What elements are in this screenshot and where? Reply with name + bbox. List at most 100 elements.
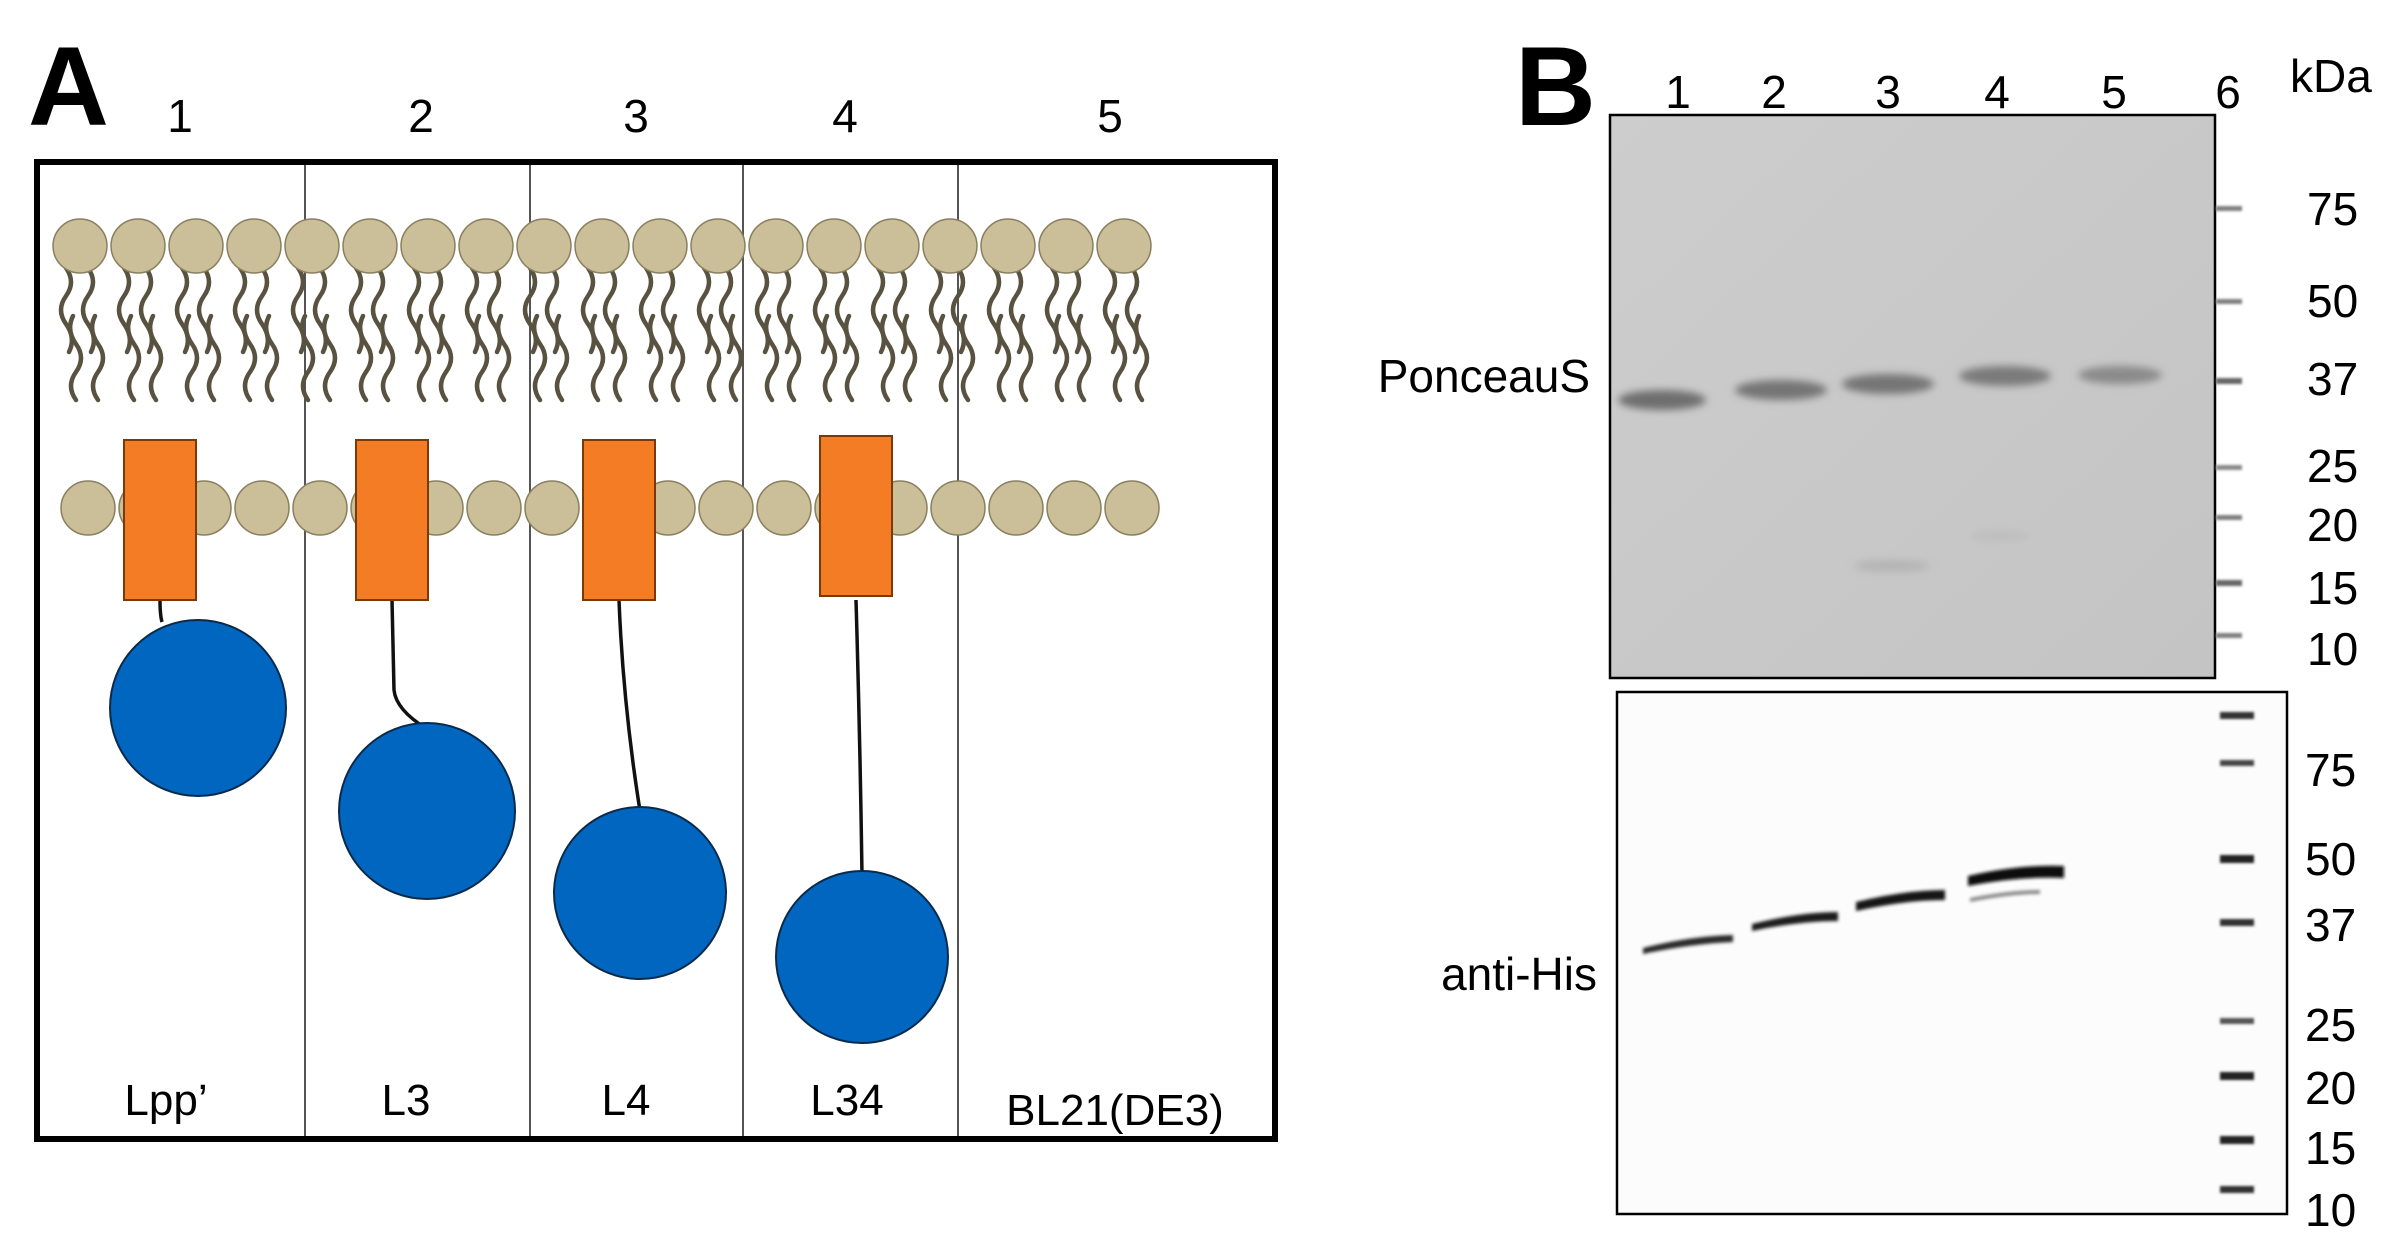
ladder-band [2220, 919, 2254, 926]
lipid-tail [299, 313, 316, 403]
lipid-tail [821, 313, 838, 403]
passenger-domain [109, 619, 287, 797]
membrane-anchor [582, 439, 656, 601]
lipid-head [690, 218, 746, 274]
lipid-tail [1111, 313, 1128, 403]
anti-his-membrane [1615, 690, 2289, 1216]
lipid-tail [1066, 265, 1083, 355]
lipid-head [168, 218, 224, 274]
lane-labels-a: Lpp’ L3 L4 L34 BL21(DE3) [124, 1076, 1223, 1135]
lane-label-lpp: Lpp’ [124, 1076, 207, 1125]
lipid-tail [464, 265, 481, 355]
linker-line [617, 599, 642, 812]
lipid-head [922, 218, 978, 274]
marker-20: 20 [2305, 1062, 2356, 1114]
lipid-tail [705, 313, 722, 403]
ladder-band [2220, 1186, 2254, 1193]
ponceau-smear-lane-3 [1854, 560, 1930, 572]
ponceau-smear-lane-4 [1970, 531, 2030, 541]
lipid-tail [718, 265, 735, 355]
marker-20: 20 [2307, 499, 2358, 551]
lipid-tail [937, 313, 954, 403]
lane-b-number-1: 1 [1665, 66, 1691, 118]
membrane-anchor [355, 439, 429, 601]
lipid-tail [183, 313, 200, 403]
panel-a: A 1 2 3 4 5 Lpp’ L3 L4 L34 BL21(DE3) [28, 24, 1278, 1142]
marker-15: 15 [2307, 562, 2358, 614]
lipid-head [756, 480, 812, 536]
ponceau-membrane [1608, 113, 2217, 680]
lipid-tail [1124, 265, 1141, 355]
lipid-head [292, 480, 348, 536]
lipid-tail [67, 313, 84, 403]
ladder-band [2216, 465, 2242, 470]
marker-25: 25 [2307, 440, 2358, 492]
ladder-band [2216, 299, 2242, 304]
lipid-head [110, 218, 166, 274]
ladder-band [2220, 1136, 2254, 1144]
lipid-tail [357, 313, 374, 403]
lane-b-number-2: 2 [1761, 66, 1787, 118]
lipid-tail [348, 265, 365, 355]
lane-label-l3: L3 [382, 1076, 431, 1125]
ponceau-ladder [2216, 206, 2242, 638]
ponceau-bands [1618, 366, 2162, 572]
lipid-tail [263, 313, 280, 403]
lipid-tail [812, 265, 829, 355]
lipid-tail [254, 265, 271, 355]
lipid-tail [1102, 265, 1119, 355]
anti-his-label: anti-His [1441, 948, 1597, 1000]
ponceau-label: PonceauS [1378, 350, 1590, 402]
lipid-head [60, 480, 116, 536]
ladder-band [2216, 633, 2242, 638]
lipid-tail [406, 265, 423, 355]
marker-25: 25 [2305, 999, 2356, 1051]
lipid-tail [589, 313, 606, 403]
lane-label-bl21: BL21(DE3) [1006, 1086, 1224, 1135]
lipid-head [466, 480, 522, 536]
lipid-head [1038, 218, 1094, 274]
lipid-head [988, 480, 1044, 536]
lipid-head [748, 218, 804, 274]
lipid-tail [205, 313, 222, 403]
lipid-tail [1044, 265, 1061, 355]
lipid-tail [138, 265, 155, 355]
marker-10: 10 [2305, 1184, 2356, 1236]
ladder-band [2216, 206, 2242, 211]
lipid-tail [370, 265, 387, 355]
lipid-tail [1075, 313, 1092, 403]
lipid-tail [727, 313, 744, 403]
ponceau-markers: 75 50 37 25 20 15 10 [2307, 183, 2358, 675]
fusion-protein-1 [109, 439, 287, 797]
lipid-tail [125, 313, 142, 403]
ladder-band [2216, 515, 2242, 520]
panel-a-letter: A [28, 24, 109, 149]
western-band-lane-4 [1968, 865, 2064, 886]
lipid-tail [638, 265, 655, 355]
panel-b: B 1 2 3 4 5 6 kDa [1378, 24, 2373, 1236]
lipid-head [52, 218, 108, 274]
marker-50: 50 [2305, 833, 2356, 885]
lane-b-number-6: 6 [2215, 66, 2241, 118]
lipid-tail [495, 313, 512, 403]
lipid-tail [428, 265, 445, 355]
anti-his-bands [1643, 865, 2064, 954]
lipid-head [980, 218, 1036, 274]
lipid-tail [892, 265, 909, 355]
ladder-band [2220, 855, 2254, 863]
lipid-tail [312, 265, 329, 355]
lipid-tail [379, 313, 396, 403]
passenger-domain [338, 722, 516, 900]
marker-50: 50 [2307, 275, 2358, 327]
lipid-head [226, 218, 282, 274]
ladder-band [2220, 760, 2254, 766]
fusion-proteins [109, 435, 949, 1044]
passenger-domain [553, 806, 727, 980]
lipid-tail [89, 313, 106, 403]
lipid-tail [1017, 313, 1034, 403]
lane-numbers-b: 1 2 3 4 5 6 kDa [1665, 50, 2372, 118]
lipid-tail [1053, 313, 1070, 403]
ladder-band [2220, 1018, 2254, 1024]
lipid-tail [174, 265, 191, 355]
